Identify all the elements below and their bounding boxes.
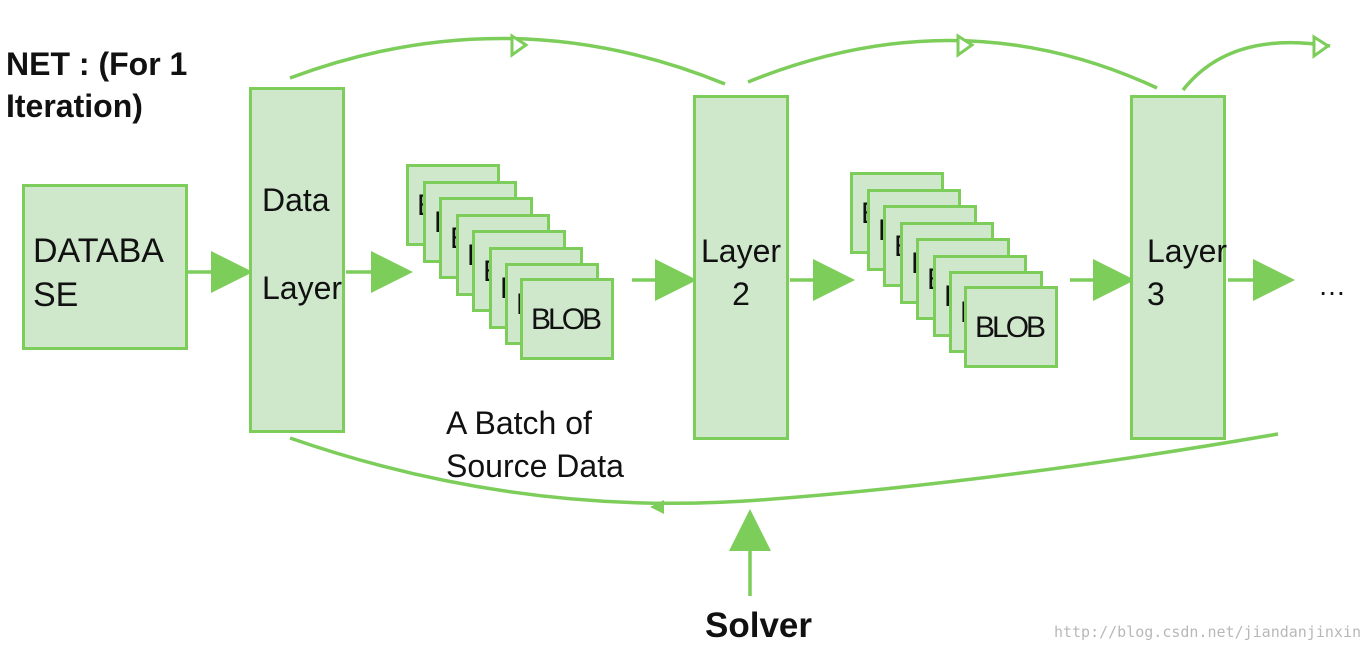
layer-2-box: Layer 2 xyxy=(693,95,789,440)
forward-arc-1-head xyxy=(510,33,529,58)
data-layer-label: Data Layer xyxy=(262,182,343,307)
forward-arc-3 xyxy=(1181,40,1331,92)
backward-arc xyxy=(289,432,1279,506)
blob-label: BLOB xyxy=(531,303,602,336)
blob-card-front: BLOB xyxy=(964,286,1058,368)
blob-label: BLOB xyxy=(975,311,1046,344)
forward-arc-2-head xyxy=(956,33,975,58)
database-label: DATABA SE xyxy=(33,232,164,315)
backward-arc-head xyxy=(650,500,664,514)
solver-label: Solver xyxy=(705,606,812,645)
layer-3-box: Layer 3 xyxy=(1130,95,1228,440)
forward-arc-2 xyxy=(747,38,1158,90)
net-title: NET : (For 1 Iteration) xyxy=(6,46,188,125)
ellipsis: … xyxy=(1318,270,1346,301)
database-box: DATABA SE xyxy=(22,184,188,350)
watermark: http://blog.csdn.net/jiandanjinxin xyxy=(1053,623,1361,641)
layer-2-label: Layer 2 xyxy=(700,233,782,313)
forward-arc-1 xyxy=(289,36,726,86)
forward-arc-3-head xyxy=(1312,34,1331,59)
blob-card-front: BLOB xyxy=(520,278,614,360)
layer-3-label: Layer 3 xyxy=(1147,233,1228,313)
data-layer-box: Data Layer xyxy=(249,87,345,433)
batch-caption: A Batch of Source Data xyxy=(446,405,624,485)
